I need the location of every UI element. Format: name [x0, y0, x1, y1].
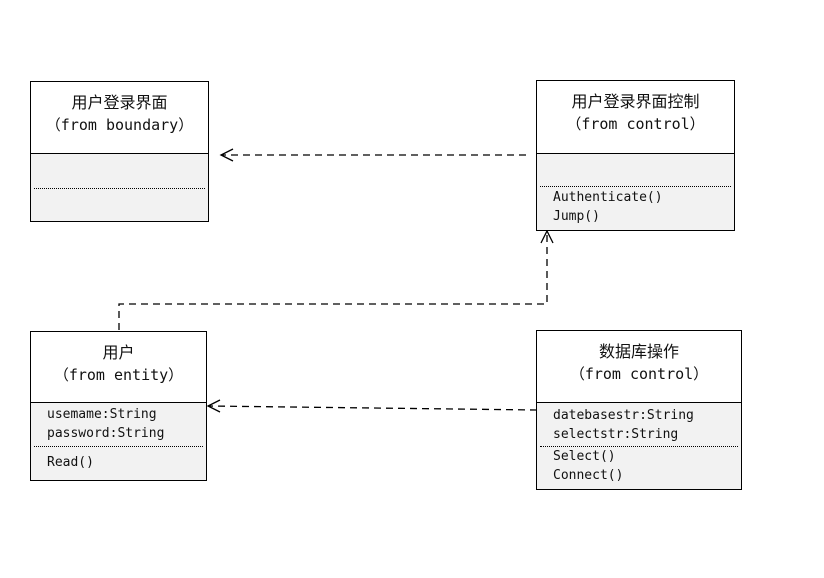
class-body: Authenticate() Jump(): [537, 154, 734, 230]
attribute: usemame:String: [47, 407, 157, 422]
class-stereotype: （from control）: [569, 365, 709, 383]
class-name: 用户: [102, 343, 135, 362]
operations-list: Select() Connect(): [553, 447, 623, 485]
attribute: password:String: [47, 426, 165, 441]
dependency-line-user-to-control: [118, 233, 548, 330]
class-name: 用户登录界面: [71, 93, 168, 112]
class-name: 数据库操作: [598, 342, 679, 361]
class-body: usemame:String password:String Read(): [31, 403, 206, 480]
class-db-control[interactable]: 数据库操作 （from control） datebasestr:String …: [536, 330, 742, 490]
arrowhead-boundary: [219, 148, 234, 162]
class-stereotype: （from control）: [566, 115, 705, 133]
attributes-list: usemame:String password:String: [47, 405, 164, 443]
compartment-separator: [34, 188, 205, 189]
attributes-list: datebasestr:String selectstr:String: [553, 406, 694, 444]
class-body: datebasestr:String selectstr:String Sele…: [537, 403, 741, 489]
operations-list: Read(): [47, 453, 94, 472]
dependency-line-db-to-user: [207, 405, 538, 411]
operations-list: Authenticate() Jump(): [553, 188, 663, 226]
class-name: 用户登录界面控制: [571, 92, 700, 111]
compartment-separator: [540, 186, 731, 187]
class-header: 用户登录界面 （from boundary）: [31, 82, 208, 154]
operation: Connect(): [553, 468, 624, 483]
class-user-entity[interactable]: 用户 （from entity） usemame:String password…: [30, 331, 207, 481]
operation: Select(): [553, 449, 616, 464]
arrowhead-user: [206, 399, 221, 413]
operation: Jump(): [553, 209, 600, 224]
attribute: selectstr:String: [553, 427, 679, 442]
class-stereotype: （from entity）: [53, 366, 184, 384]
operation: Read(): [47, 455, 94, 470]
class-login-boundary[interactable]: 用户登录界面 （from boundary）: [30, 81, 209, 222]
arrowhead-control: [540, 229, 554, 244]
compartment-separator: [540, 446, 738, 447]
attribute: datebasestr:String: [553, 408, 694, 423]
compartment-separator: [34, 446, 203, 447]
operation: Authenticate(): [553, 190, 663, 205]
class-login-control[interactable]: 用户登录界面控制 （from control） Authenticate() J…: [536, 80, 735, 231]
class-header: 数据库操作 （from control）: [537, 331, 741, 403]
class-stereotype: （from boundary）: [45, 116, 194, 134]
class-header: 用户 （from entity）: [31, 332, 206, 403]
class-body: [31, 154, 208, 221]
class-header: 用户登录界面控制 （from control）: [537, 81, 734, 154]
